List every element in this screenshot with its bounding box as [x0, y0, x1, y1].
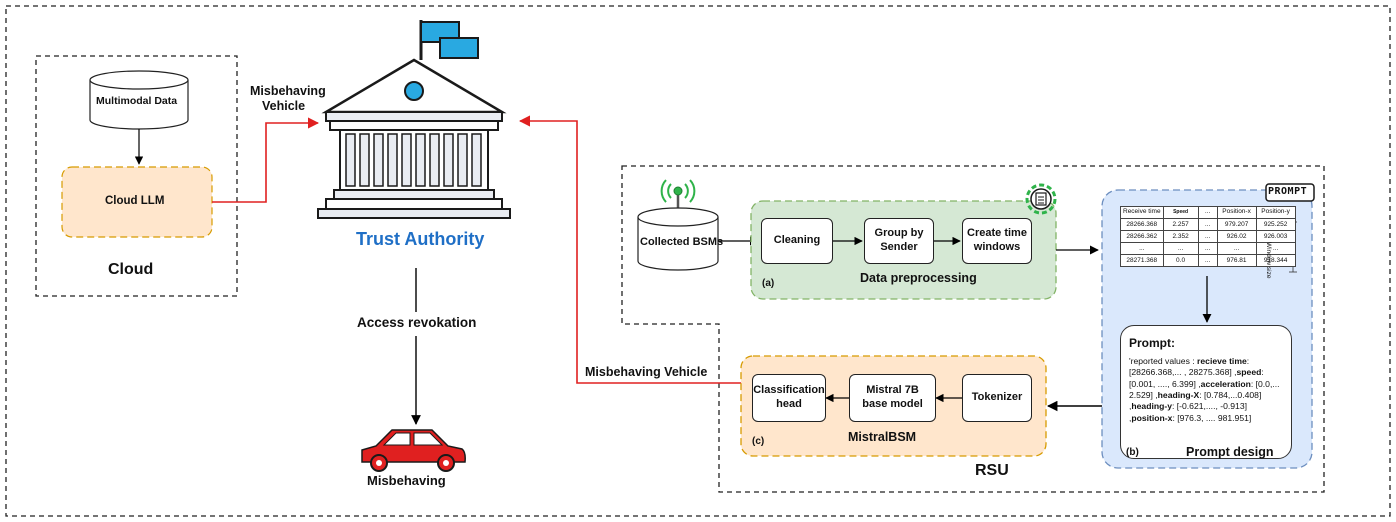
table-header: Speed	[1162, 206, 1199, 219]
table-cell: ...	[1162, 242, 1199, 255]
table-row: 28266.362 2.352 ... 926.02 926.003	[1120, 230, 1296, 243]
table-cell: 979.207	[1216, 218, 1257, 231]
table-cell: 2.257	[1162, 218, 1199, 231]
prompt-segment: : [976.3, .... 981.951]	[1172, 412, 1252, 423]
prompt-segment: recieve time	[1197, 356, 1247, 366]
prompt-card: Prompt: 'reported values : recieve time:…	[1120, 325, 1292, 459]
prompt-segment: heading-X	[1157, 390, 1200, 401]
table-cell: 28266.362	[1120, 230, 1164, 243]
prompt-segment: acceleration	[1200, 378, 1251, 389]
multimodal-data-label: Multimodal Data	[96, 95, 178, 107]
table-header: ...	[1197, 206, 1218, 219]
step-tokenizer: Tokenizer	[962, 374, 1032, 422]
collected-bsms-label: Collected BSMs	[640, 236, 724, 248]
table-header: Position-y	[1255, 206, 1296, 219]
multimodal-data-database	[89, 70, 189, 130]
step-mistral-base-model: Mistral 7B base model	[849, 374, 936, 422]
trust-authority-building-icon	[317, 20, 511, 219]
table-cell: 2.352	[1162, 230, 1199, 243]
table-cell: ...	[1197, 254, 1218, 267]
arrow-llm-to-authority	[212, 117, 320, 203]
prompt-segment: : [0.001, ...., 6.399] ,	[1129, 367, 1264, 389]
bsm-window-table: Receive time Speed ... Position-x Positi…	[1120, 206, 1296, 267]
access-revocation-label: Access revokation	[355, 315, 479, 331]
prompt-segment: : [0.784,...0.408] ,	[1129, 390, 1262, 412]
table-cell: ...	[1197, 242, 1218, 255]
prompt-body: 'reported values : recieve time: [28266.…	[1129, 356, 1283, 424]
table-cell: 0.0	[1162, 254, 1199, 267]
step-classification-head: Classification head	[752, 374, 826, 422]
table-cell: 926.02	[1216, 230, 1257, 243]
table-row: 28266.368 2.257 ... 979.207 925.252	[1120, 218, 1296, 231]
table-cell: ...	[1120, 242, 1164, 255]
mistral-title: MistralBSM	[848, 430, 917, 444]
rsu-title: RSU	[975, 462, 1009, 479]
trust-authority-label: Trust Authority	[356, 229, 485, 249]
table-cell: 28271.368	[1120, 254, 1164, 267]
table-cell: ...	[1255, 242, 1296, 255]
prompt-badge: PROMPT	[1268, 186, 1308, 197]
prompt-design-title: Prompt design	[1186, 445, 1274, 459]
table-cell: 925.252	[1255, 218, 1296, 231]
prompt-segment: : [-0.621,...., -0.913] ,	[1129, 401, 1247, 423]
preprocessing-tag: (a)	[762, 278, 775, 289]
prompt-segment: speed	[1236, 367, 1262, 378]
misbehaving-car-label: Misbehaving	[367, 473, 446, 488]
step-cleaning: Cleaning	[761, 218, 833, 264]
table-cell: ...	[1216, 242, 1257, 255]
table-cell: ...	[1197, 218, 1218, 231]
prompt-segment: 'reported values :	[1129, 356, 1198, 366]
table-row: 28271.368 0.0 ... 976.81 918.344	[1120, 254, 1296, 267]
cloud-frame	[35, 55, 238, 297]
table-cell: 926.003	[1255, 230, 1296, 243]
misbehaving-car-icon	[361, 429, 466, 472]
step-create-time-windows: Create time windows	[962, 218, 1032, 264]
cloud-llm-label: Cloud LLM	[105, 195, 165, 207]
window-size-label: Window size	[1265, 242, 1272, 279]
antenna-icon	[660, 179, 696, 214]
prompt-segment: : [0.0,... 2.529] ,	[1129, 378, 1280, 401]
step-group-by-sender: Group by Sender	[864, 218, 934, 264]
rsu-frame	[621, 165, 1325, 493]
table-cell: ...	[1197, 230, 1218, 243]
outer-frame	[5, 5, 1391, 517]
prompt-segment: : [28266.368,... , 28275.368] ,	[1129, 356, 1250, 378]
misbehaving-vehicle-label-cloud-line2: Vehicle	[262, 99, 306, 113]
preprocessing-title: Data preprocessing	[860, 271, 977, 285]
table-header: Position-x	[1216, 206, 1257, 219]
prompt-design-tag: (b)	[1126, 447, 1139, 458]
mistral-tag: (c)	[752, 436, 765, 447]
table-cell: 976.81	[1216, 254, 1257, 267]
table-header: Receive time	[1120, 206, 1164, 219]
table-cell: 918.344	[1255, 254, 1296, 267]
prompt-segment: heading-y	[1131, 401, 1172, 412]
prompt-segment: position-x	[1131, 412, 1173, 423]
arrow-mistral-to-authority	[518, 115, 741, 384]
table-cell: 28266.368	[1120, 218, 1164, 231]
gear-settings-icon	[1025, 183, 1057, 215]
misbehaving-vehicle-label-cloud-line1: Misbehaving	[250, 84, 326, 98]
misbehaving-vehicle-label-rsu: Misbehaving Vehicle	[585, 365, 708, 379]
cloud-title: Cloud	[108, 261, 154, 278]
prompt-title: Prompt:	[1129, 336, 1175, 350]
prompt-badge-frame	[1265, 183, 1315, 202]
collected-bsms-database	[637, 207, 719, 271]
